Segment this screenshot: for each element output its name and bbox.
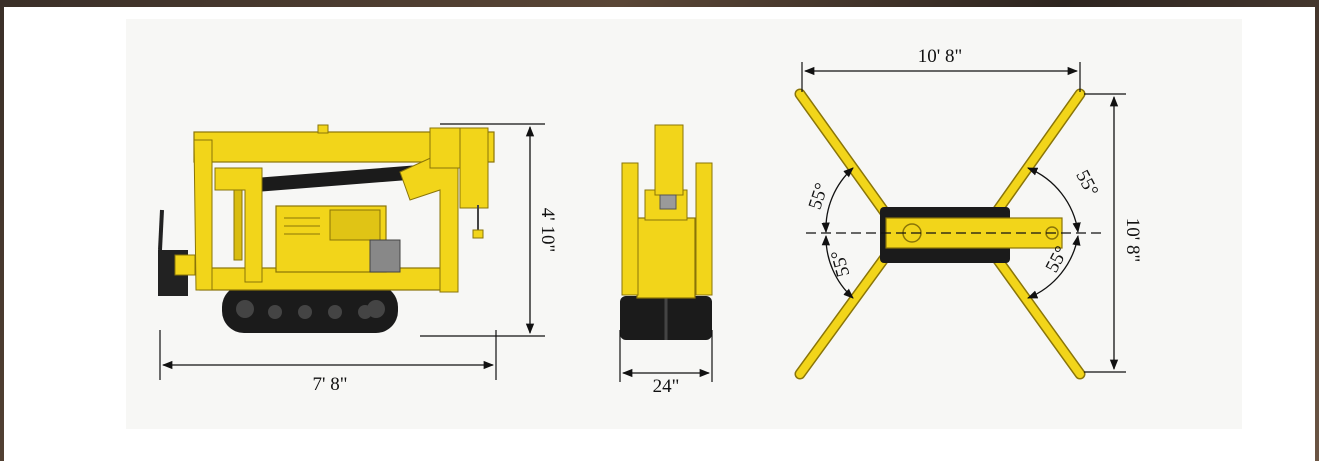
side-length-dimension: 7' 8": [159, 330, 497, 395]
side-track: [222, 285, 398, 333]
side-rear-hook: [158, 209, 196, 296]
front-body: [621, 124, 713, 299]
top-span-length-dimension: 10' 8": [1084, 93, 1143, 373]
top-view: 55° 55° 55° 55° 10' 8" 10' 8": [794, 46, 1143, 380]
angle-top-right-label: 55°: [1071, 167, 1102, 200]
side-height-dimension: 4' 10": [420, 123, 558, 337]
top-span-width-dimension: 10' 8": [801, 46, 1081, 92]
top-span-length-label: 10' 8": [1122, 218, 1143, 262]
top-span-width-label: 10' 8": [918, 46, 962, 67]
top-body: [880, 207, 1063, 263]
front-width-dimension: 24": [619, 330, 713, 397]
side-left-outrigger: [193, 139, 263, 291]
side-height-label: 4' 10": [537, 208, 558, 252]
side-right-outrigger: [399, 127, 489, 293]
front-track: [620, 296, 712, 340]
angle-bottom-left-label: 55°: [827, 248, 854, 279]
top-outrigger-legs: [794, 88, 1086, 380]
side-engine-housing: [275, 205, 401, 273]
front-view: 24": [619, 124, 713, 397]
front-width-label: 24": [653, 376, 680, 397]
side-length-label: 7' 8": [313, 374, 348, 395]
side-view: 7' 8" 4' 10": [158, 123, 558, 395]
top-angle-arcs: [821, 167, 1081, 299]
